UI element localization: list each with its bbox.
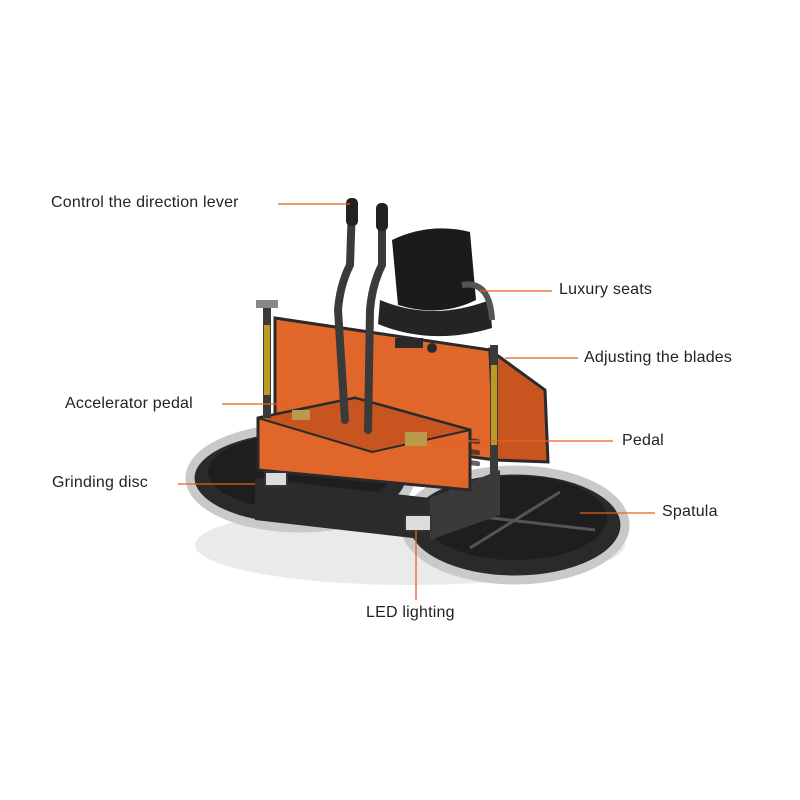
callout-adjusting-blades: Adjusting the blades: [584, 349, 733, 366]
direction-levers: [333, 201, 386, 434]
right-lever-grip: [376, 203, 388, 231]
callout-led-lighting: LED lighting: [366, 604, 455, 621]
callout-grinding-disc: Grinding disc: [52, 474, 148, 491]
seat: [378, 228, 495, 337]
callout-accelerator-pedal: Accelerator pedal: [65, 395, 193, 412]
callout-direction-lever: Control the direction lever: [51, 194, 239, 211]
callout-spatula: Spatula: [662, 503, 718, 520]
left-lever-grip: [346, 198, 358, 226]
chassis: [255, 470, 500, 540]
blade-adjusters: [256, 300, 498, 475]
leader-lines: [178, 203, 655, 600]
callout-luxury-seats: Luxury seats: [559, 281, 653, 298]
front-control-box: [256, 396, 472, 492]
led-lights: [264, 471, 432, 532]
callout-pedal: Pedal: [622, 432, 664, 449]
